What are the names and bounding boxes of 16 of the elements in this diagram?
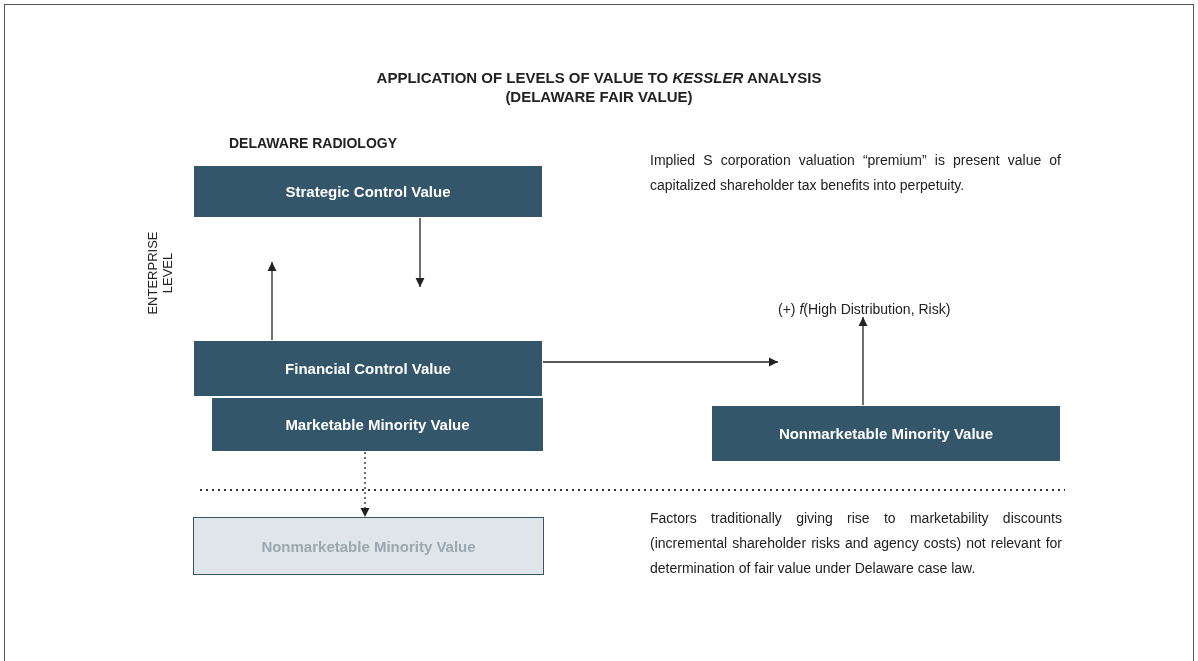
arrow — [542, 357, 779, 367]
arrow — [267, 261, 277, 341]
note: Factors traditionally giving rise to marketability discounts (incremental shareholder risks and agency costs) not relevant for determination of fair value under Delaware case law. — [650, 509, 1062, 578]
value-box: Marketable Minority Value — [211, 397, 544, 452]
title: APPLICATION OF LEVELS OF VALUE TO KESSLER ANALYSIS (DELAWARE FAIR VALUE) — [375, 68, 823, 106]
note: Implied S corporation valuation “premium” is present value of capitalized shareholder tax benefits into perpetuity. — [650, 151, 1061, 195]
value-box: Nonmarketable Minority Value — [711, 405, 1061, 462]
arrow — [360, 451, 370, 518]
formula-text: (+) f(High Distribution, Risk) — [778, 301, 951, 317]
axis-label: ENTERPRISE LEVEL — [145, 230, 175, 317]
value-box: Financial Control Value — [193, 340, 543, 397]
value-box: Strategic Control Value — [193, 165, 543, 218]
arrow — [415, 217, 425, 288]
arrow — [858, 316, 868, 406]
value-box: Nonmarketable Minority Value — [193, 517, 544, 575]
section-heading: DELAWARE RADIOLOGY — [229, 135, 397, 151]
